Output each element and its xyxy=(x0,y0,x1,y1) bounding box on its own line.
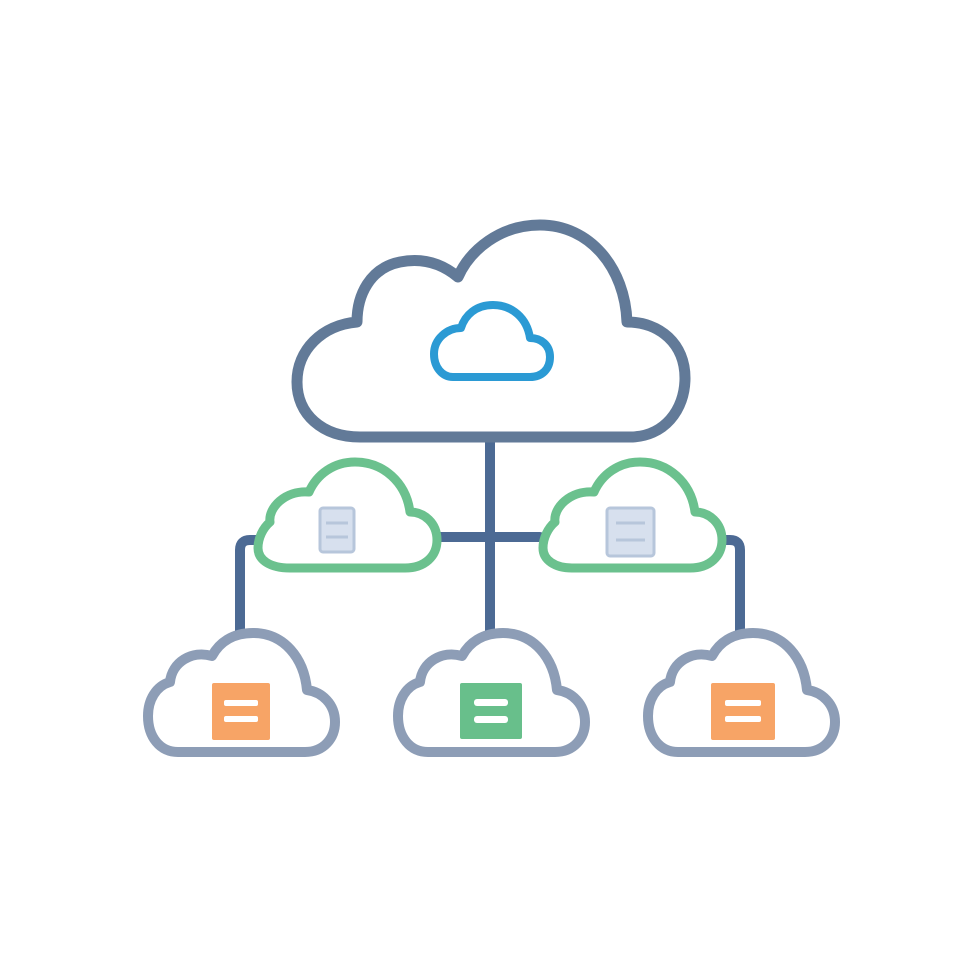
connectors xyxy=(235,433,745,638)
server-icon xyxy=(318,506,356,554)
mid-cloud-right xyxy=(538,457,727,573)
mid-cloud-left xyxy=(253,457,442,573)
connector-left-elbow xyxy=(235,535,267,637)
server-icon xyxy=(711,683,775,740)
root-cloud xyxy=(291,219,691,443)
server-icon xyxy=(605,506,656,558)
leaf-cloud-left xyxy=(143,628,340,757)
server-icon xyxy=(212,683,270,740)
cloud-icon xyxy=(430,301,554,381)
root-cloud-outline xyxy=(291,219,691,443)
connector-right-elbow xyxy=(713,535,745,637)
leaf-cloud-center xyxy=(393,628,590,757)
leaf-cloud-right xyxy=(643,628,840,757)
server-icon xyxy=(460,683,522,739)
